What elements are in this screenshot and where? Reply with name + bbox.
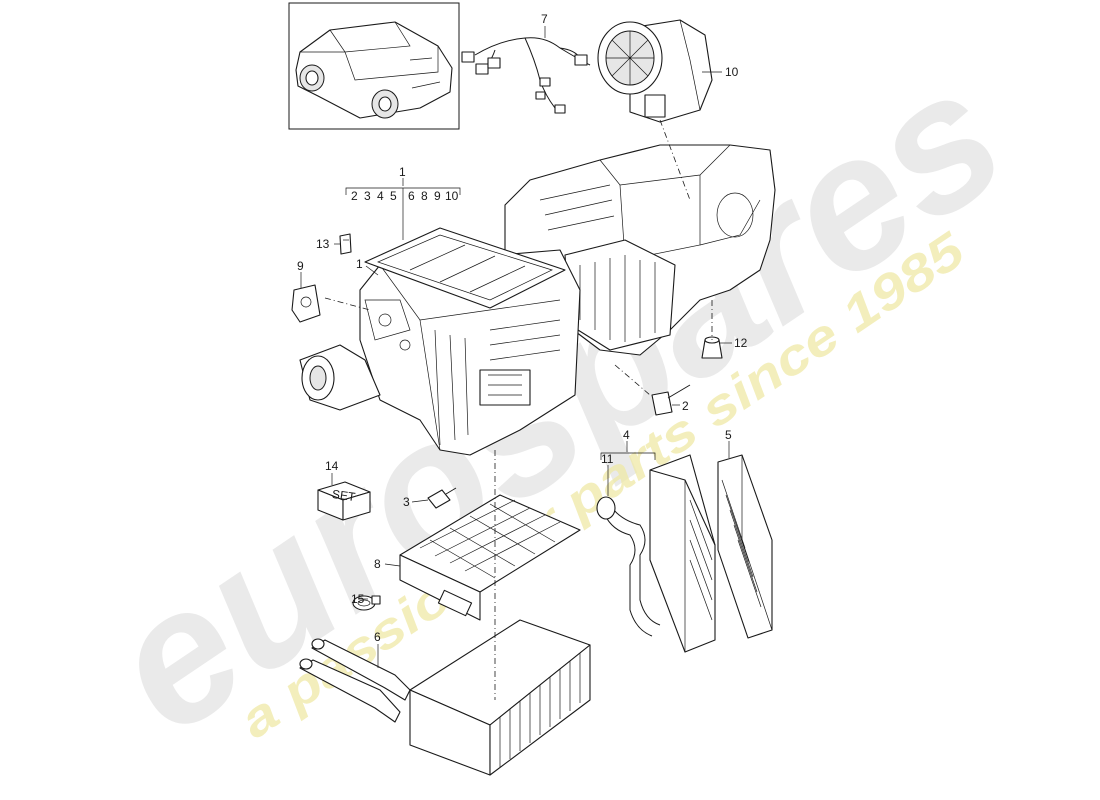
callout-14: 14 [325,459,339,473]
wiring-harness [461,37,591,114]
sensor [427,487,457,509]
callout-5: 5 [725,428,732,442]
callout-2: 2 [682,399,689,413]
callout-9: 9 [297,259,304,273]
callout-13: 13 [316,237,330,251]
callout-15: 15 [351,592,365,606]
cabin-filter [717,454,773,639]
blower-motor [597,19,713,123]
callout-1-top: 1 [399,165,406,179]
heater-core [299,619,591,776]
temperature-sensor [651,384,691,416]
assembly-guides [324,119,713,700]
clip [339,233,352,255]
vehicle-thumbnail [288,2,460,130]
grommet [701,336,723,359]
callout-4: 4 [623,428,630,442]
subgroup-item: 4 [377,189,384,203]
subgroup-item: 5 [390,189,397,203]
leader-lines [300,26,732,668]
hvac-housing [299,144,776,456]
suv-icon [295,21,453,119]
servo-motor [291,284,321,323]
subgroup-item: 8 [421,189,428,203]
set-label: SET [331,487,357,504]
evaporator [596,454,716,653]
callout-11: 11 [601,452,614,466]
subgroup-item: 6 [408,189,415,203]
thumbnail-frame [288,2,460,130]
ptc-heater [399,494,581,621]
callout-1-side: 1 [356,257,363,271]
subgroup-item: 3 [364,189,371,203]
repair-set-box: SET [317,481,371,521]
subgroup-item: 9 [434,189,441,203]
callout-10: 10 [725,65,739,79]
callout-labels: 7 10 1 2 3 4 5 6 8 9 10 13 1 9 12 2 4 5 … [297,12,748,644]
callout-7: 7 [541,12,548,26]
callout-1-subgroup: 2 3 4 5 6 8 9 10 [351,189,459,203]
subgroup-item: 2 [351,189,358,203]
hose-clamp [352,595,381,611]
callout-3: 3 [403,495,410,509]
callout-12: 12 [734,336,748,350]
callout-8: 8 [374,557,381,571]
callout-6: 6 [374,630,381,644]
subgroup-item: 10 [445,189,459,203]
